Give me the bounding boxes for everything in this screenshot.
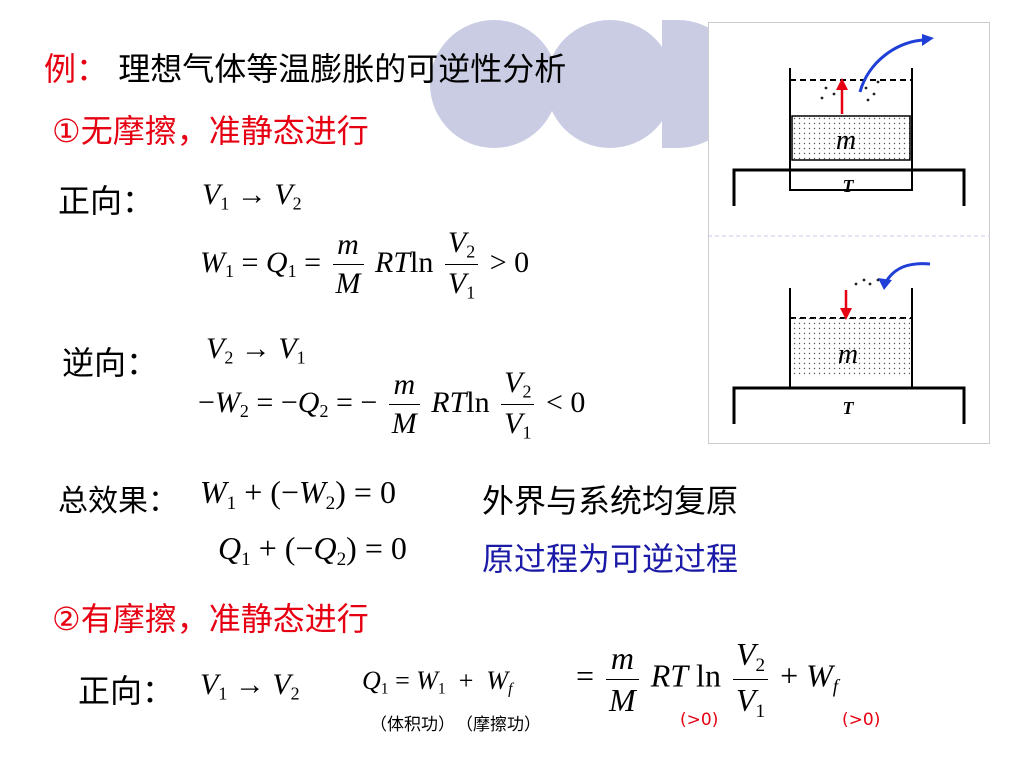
total-note-reversible: 原过程为可逆过程	[482, 540, 739, 578]
decorative-circle	[546, 20, 674, 148]
total-note-restored: 外界与系统均复原	[482, 482, 739, 520]
decorative-circle	[430, 20, 558, 148]
reverse-label: 逆向：	[62, 344, 159, 382]
case2-forward-label: 正向：	[78, 672, 175, 710]
expansion-panel: m T	[732, 34, 966, 206]
curved-arrow-icon	[884, 262, 931, 283]
temperature-label: T	[843, 176, 855, 196]
reservoir-outline	[732, 386, 966, 424]
gas-volume	[792, 318, 910, 376]
note-positive-a: (>0)	[680, 710, 719, 730]
total-work-equation: W1 + (−W2) = 0	[200, 474, 396, 514]
curved-arrow-icon	[858, 38, 927, 93]
case2-forward-process: V1 → V2	[200, 668, 300, 704]
note-positive-b: (>0)	[842, 710, 881, 730]
temperature-label: T	[843, 398, 855, 418]
note-volume-work: （体积功）	[370, 715, 455, 735]
forward-process: V1 → V2	[202, 178, 302, 214]
forward-label: 正向：	[58, 182, 155, 220]
title-text: 理想气体等温膨胀的可逆性分析	[118, 50, 567, 88]
reservoir-outline	[732, 168, 966, 206]
compression-panel: m T	[732, 262, 966, 424]
mass-label: m	[838, 339, 858, 370]
gas-volume	[791, 115, 911, 161]
total-heat-equation: Q1 + (−Q2) = 0	[218, 530, 407, 570]
total-label: 总效果：	[58, 484, 178, 519]
note-friction-work: （摩擦功）	[456, 715, 541, 735]
mass-label: m	[836, 125, 856, 156]
reverse-process: V2 → V1	[206, 332, 306, 368]
case2-heading: ②有摩擦，准静态进行	[52, 600, 369, 638]
sand-grains-icon	[820, 80, 880, 102]
case2-equation-left: Q1 = W1 + Wf	[362, 666, 513, 698]
page-title: 例： 理想气体等温膨胀的可逆性分析	[44, 44, 566, 90]
piston-diagram: m T m T	[708, 22, 990, 444]
title-prefix: 例：	[44, 50, 109, 88]
case1-heading: ①无摩擦，准静态进行	[52, 112, 369, 150]
